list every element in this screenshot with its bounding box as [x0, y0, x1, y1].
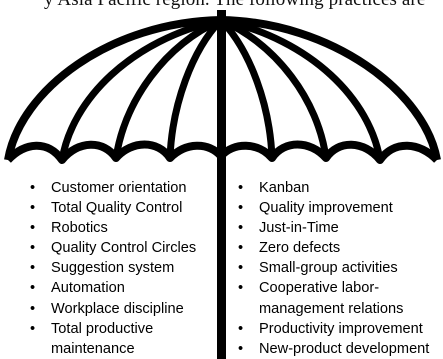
- list-item: • Cooperative labor-: [238, 278, 429, 298]
- list-item-label: management relations: [259, 300, 404, 317]
- list-item-label: Customer orientation: [51, 180, 187, 196]
- umbrella-rib-3: [166, 17, 224, 159]
- umbrella-rib-4: [218, 17, 276, 159]
- list-item-label: New-product development: [259, 340, 430, 357]
- bullet-icon: •: [30, 300, 36, 317]
- bullet-icon: •: [238, 240, 244, 257]
- umbrella-shaft: [217, 20, 226, 359]
- list-item: • Automation: [30, 278, 196, 298]
- bullet-icon: •: [238, 340, 244, 357]
- list-item: • Quality Control Circles: [30, 238, 196, 258]
- bullet-icon: •: [30, 320, 36, 337]
- list-item-label: Robotics: [51, 220, 108, 237]
- list-item: • Robotics: [30, 218, 196, 238]
- list-item: • Just-in-Time: [238, 218, 429, 238]
- list-item-label: Small-group activities: [259, 260, 398, 277]
- list-item: • Productivity improvement: [238, 319, 429, 339]
- list-item-label: Kanban: [259, 180, 310, 196]
- bullet-icon: •: [30, 220, 36, 237]
- bullet-icon: •: [238, 220, 244, 237]
- list-item-label: Quality improvement: [259, 200, 393, 217]
- right-practice-list: • Kanban • Quality improvement • Just-in-Time…: [238, 178, 429, 359]
- umbrella-rib-6: [220, 16, 384, 161]
- bullet-icon: •: [30, 240, 36, 257]
- list-item: • Customer orientation: [30, 178, 196, 198]
- list-item: • Quality improvement: [238, 198, 429, 218]
- bullet-icon: •: [238, 200, 244, 217]
- list-item: • Zero defects: [238, 238, 429, 258]
- list-item: • Kanban: [238, 178, 429, 198]
- list-item: • Workplace discipline: [30, 299, 196, 319]
- list-item: • Total productive: [30, 319, 196, 339]
- list-item-label: Quality Control Circles: [51, 240, 197, 257]
- list-item-label: Productivity improvement: [259, 320, 423, 337]
- list-item-label: Zero defects: [259, 240, 341, 257]
- bullet-icon: •: [30, 200, 36, 217]
- cropped-caption-text: y Asia Pacific region. The following pra…: [44, 0, 425, 11]
- umbrella-rib-1: [58, 16, 222, 161]
- list-item: • Total Quality Control: [30, 198, 196, 218]
- bullet-icon: •: [30, 180, 36, 196]
- left-practice-list: • Customer orientation • Total Quality Cont…: [30, 178, 196, 359]
- list-item: • Suggestion system: [30, 258, 196, 278]
- list-item-label: Suggestion system: [51, 260, 175, 277]
- list-item-label: Just-in-Time: [259, 220, 339, 237]
- list-item-label: Cooperative labor-: [259, 280, 380, 297]
- list-item-label: Automation: [51, 280, 125, 297]
- list-item-label: Workplace discipline: [51, 300, 184, 317]
- umbrella-rib-5: [219, 16, 330, 159]
- list-item: • Small-group activities: [238, 258, 429, 278]
- list-item: • New-product development: [238, 339, 429, 359]
- bullet-icon: •: [238, 180, 244, 196]
- bullet-icon: •: [238, 280, 244, 297]
- bullet-icon: •: [238, 260, 244, 277]
- list-item-label: Total productive: [51, 320, 154, 337]
- umbrella-rib-2: [112, 16, 223, 159]
- list-item-label: maintenance: [51, 340, 135, 357]
- bullet-icon: •: [30, 280, 36, 297]
- bullet-icon: •: [238, 320, 244, 337]
- list-item: maintenance: [30, 339, 196, 359]
- list-item: management relations: [238, 299, 429, 319]
- list-item-label: Total Quality Control: [51, 200, 183, 217]
- bullet-icon: •: [30, 260, 36, 277]
